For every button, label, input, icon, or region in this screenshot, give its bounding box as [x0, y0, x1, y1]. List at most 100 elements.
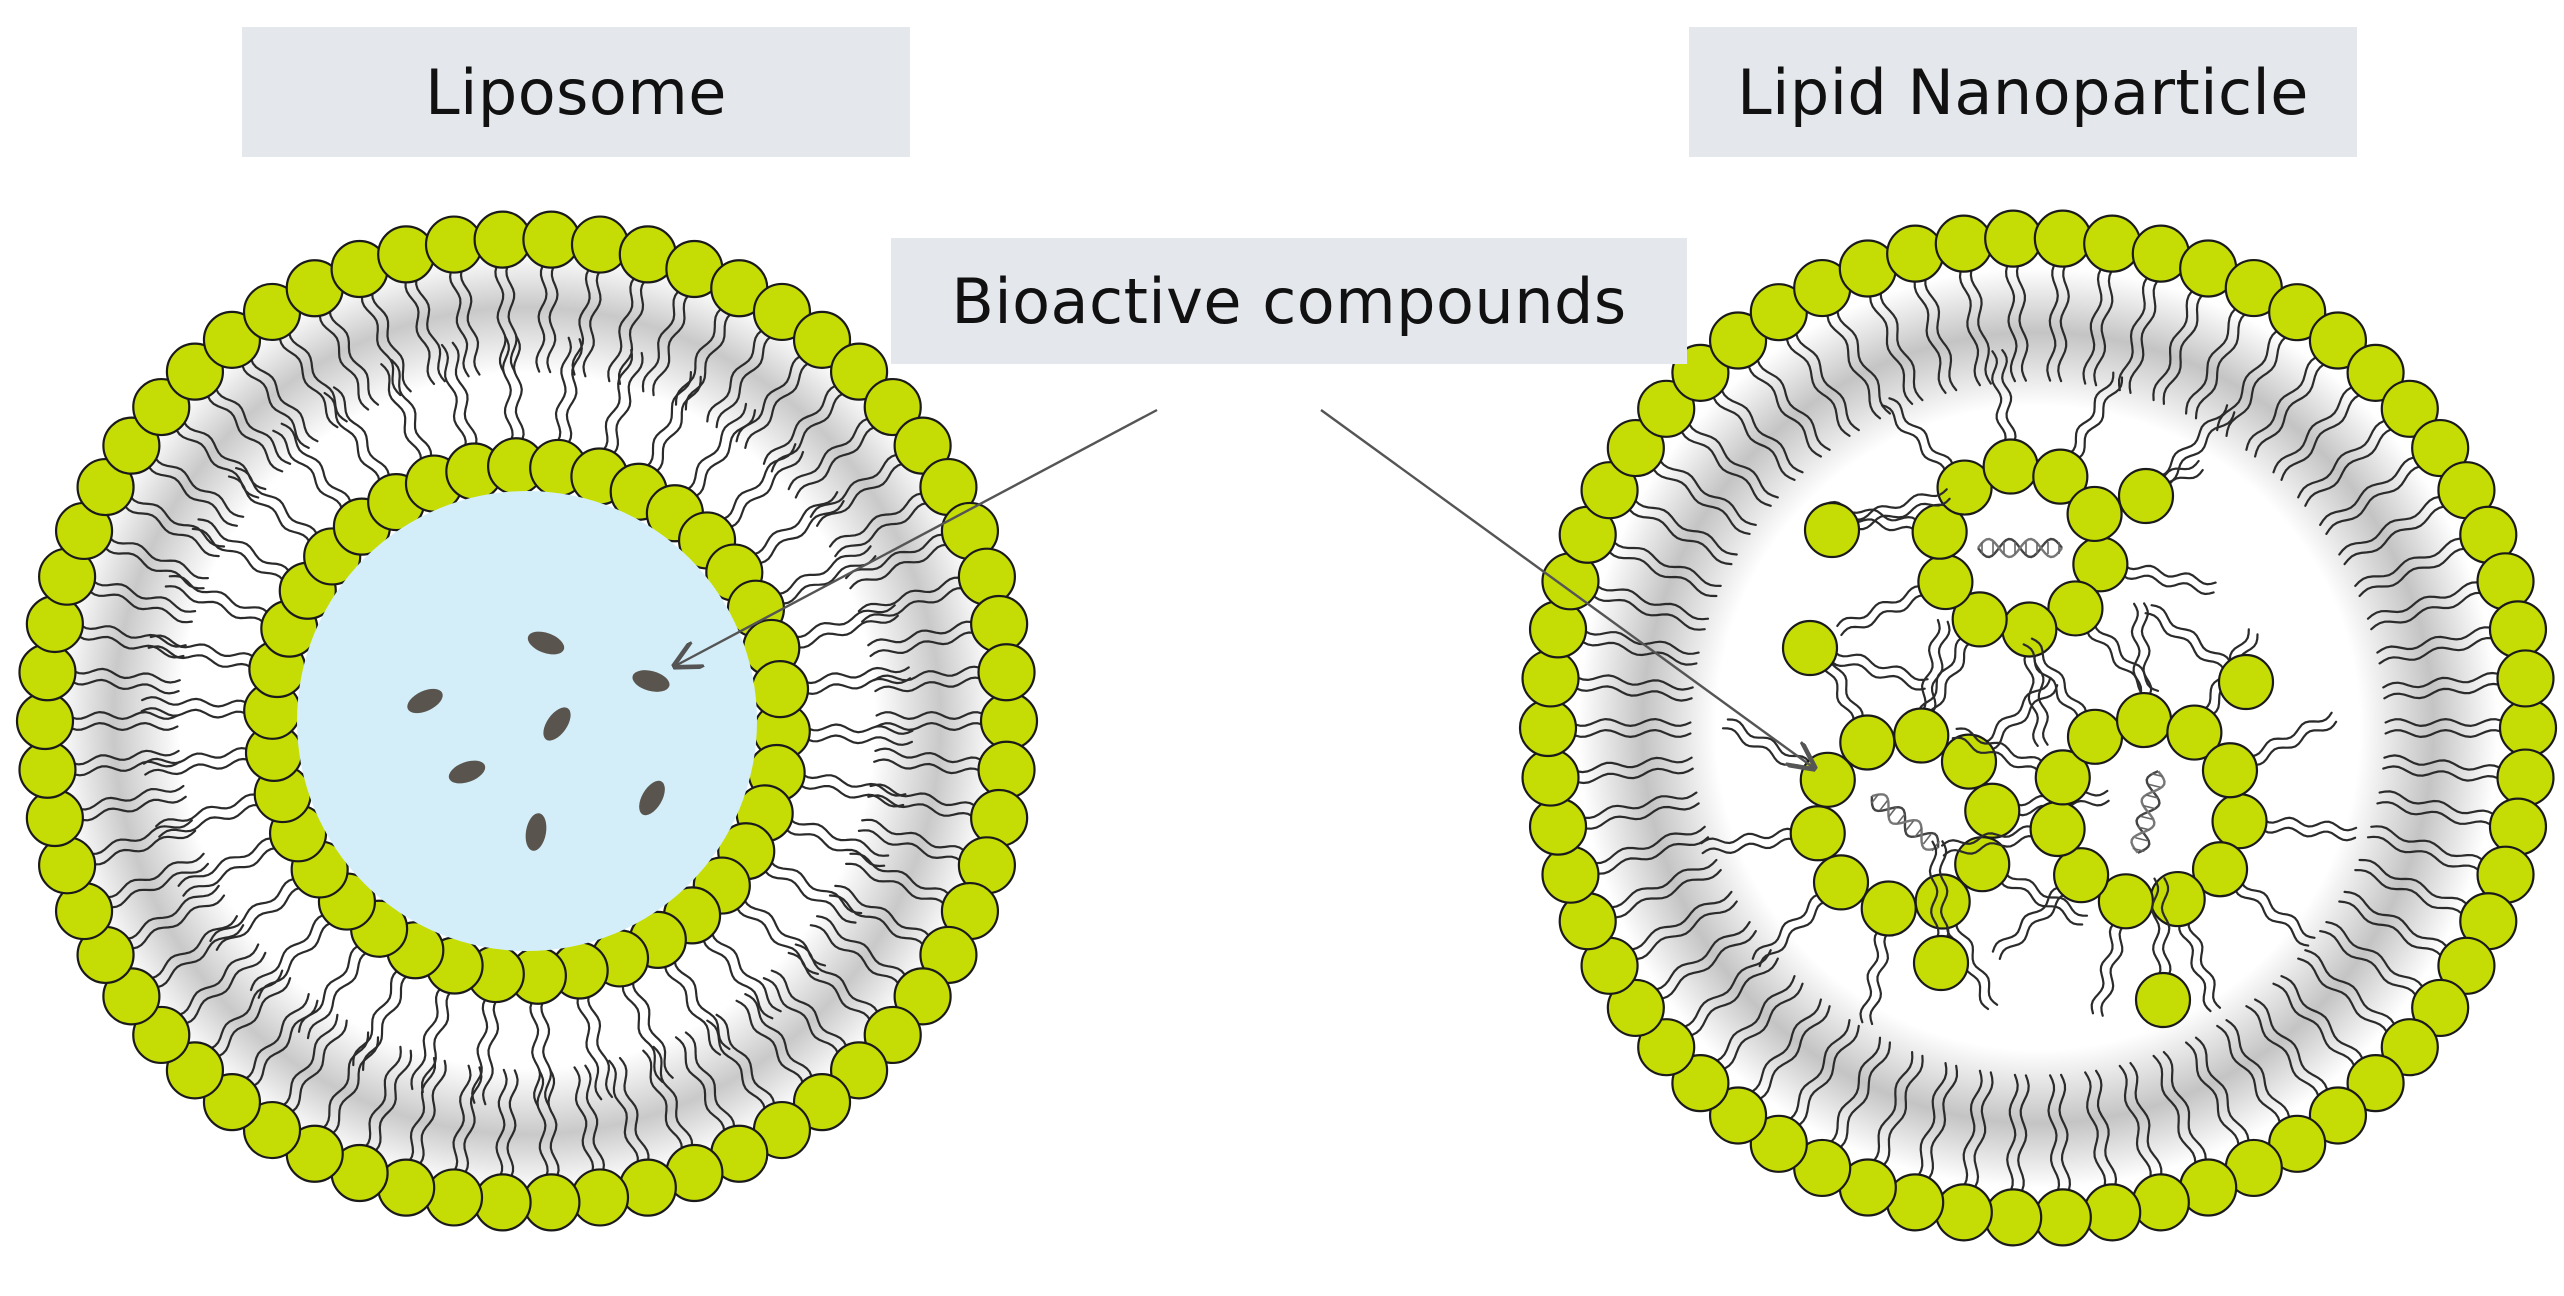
lipid-head: [165, 342, 225, 401]
lipid-tail: [2119, 572, 2215, 596]
lipid-head: [919, 925, 978, 985]
lipid-tail: [1828, 658, 1926, 691]
lipid-head: [2488, 600, 2548, 659]
lipid-tail: [2090, 920, 2117, 1015]
lipid-tail: [249, 912, 329, 992]
lipid-head: [1708, 1086, 1768, 1145]
lipid-head: [752, 282, 812, 342]
lipid-tail: [1998, 892, 2070, 960]
lipid-tail: [1577, 791, 1698, 820]
liposome-outer-leaflet: [15, 210, 1039, 1232]
lipid-head: [1671, 1054, 1730, 1113]
lipid-tail: [459, 264, 481, 376]
lipid-tail: [332, 386, 391, 482]
lipid-head: [1982, 438, 2039, 495]
lipid-tail: [2358, 547, 2471, 598]
lipid-head: [2496, 748, 2555, 807]
lipid-head: [18, 643, 77, 702]
lnp-outer-monolayer: [1518, 209, 2558, 1247]
lipid-head: [132, 1005, 191, 1065]
lipid-tail: [744, 359, 814, 449]
dna-base-pair: [1879, 800, 1889, 811]
lipid-tail: [1592, 581, 1710, 621]
lipid-tail: [796, 781, 905, 808]
lipid-head: [2191, 841, 2249, 898]
lipid-tail: [565, 338, 583, 448]
lipid-tail: [536, 1069, 549, 1182]
lipid-tail: [158, 803, 264, 838]
lipid-tail: [770, 969, 849, 1052]
lipid-head: [2437, 936, 2496, 995]
lipid-tail: [1755, 353, 1831, 451]
lipid-head: [2034, 749, 2091, 806]
lipid-head: [424, 1168, 484, 1227]
lipid-head: [102, 967, 161, 1026]
lipid-tail: [2194, 309, 2250, 420]
lipid-tail: [105, 862, 209, 909]
lipid-tail: [2272, 384, 2358, 474]
lipid-tail: [709, 927, 782, 1013]
lipid-tail: [89, 829, 197, 866]
lipid-tail: [2304, 949, 2398, 1030]
lipid-tail: [1755, 1005, 1831, 1103]
lipid-tail: [1701, 837, 1798, 855]
lipid-tail: [801, 677, 912, 696]
bioactive-compounds-label: Bioactive compounds: [891, 238, 1687, 364]
lipid-tail: [1685, 957, 1779, 1038]
lipid-head: [1637, 1018, 1696, 1077]
lipid-tail: [610, 351, 644, 458]
lipid-tail: [684, 309, 736, 411]
lipid-tail: [1835, 304, 1891, 415]
lipid-tail: [2082, 263, 2105, 385]
lipid-head: [2066, 708, 2124, 765]
liposome-diagram: [15, 210, 1039, 1232]
lipid-tail: [873, 758, 985, 775]
lipid-head: [2346, 343, 2405, 402]
lipid-head: [102, 416, 161, 475]
lipid-tail: [506, 1069, 519, 1182]
lipid-head: [2115, 691, 2173, 749]
lipid-head: [1803, 501, 1861, 559]
lipid-tail: [1589, 825, 1706, 865]
lipid-tail: [857, 576, 965, 613]
lipid-tail: [248, 353, 319, 443]
lipid-tail: [2358, 858, 2471, 909]
lipid-tail: [674, 1036, 726, 1138]
liposome-label-text: Liposome: [425, 55, 727, 129]
lipid-tail: [2319, 930, 2420, 1001]
lipid-tail: [215, 885, 306, 951]
lipid-tail: [76, 795, 187, 822]
lipid-tail: [1928, 840, 1940, 943]
lipid-tail: [535, 260, 548, 373]
lipid-tail: [495, 1068, 508, 1181]
lipid-tail: [2150, 877, 2162, 980]
lipid-tail: [145, 915, 238, 981]
lipid-head: [1940, 733, 1998, 790]
lipid-head: [2346, 1054, 2405, 1113]
lipid-tail: [2194, 1036, 2250, 1147]
lipid-tail: [420, 987, 455, 1094]
lipid-tail: [715, 1013, 776, 1110]
dna-strand: [1977, 537, 2063, 559]
lipid-tail: [529, 997, 542, 1108]
lipid-head: [977, 740, 1036, 799]
lipid-tail: [2239, 877, 2316, 939]
lipid-head: [2268, 283, 2327, 342]
lipid-tail: [2015, 259, 2029, 382]
lipid-tail: [849, 852, 953, 899]
lipid-head: [1984, 209, 2043, 268]
lipid-tail: [576, 992, 603, 1101]
lipid-tail: [1569, 728, 1692, 739]
lipid-tail: [2002, 869, 2089, 917]
lipid-tail: [168, 574, 272, 617]
lipid-tail: [297, 942, 363, 1033]
lipid-tail: [2232, 885, 2310, 947]
lipid-tail: [287, 1019, 348, 1115]
lipid-tail: [2280, 391, 2366, 481]
lipid-head: [2411, 418, 2470, 478]
dna-strand: [1871, 793, 1939, 851]
lipid-tail: [69, 667, 181, 684]
lipid-tail: [360, 290, 402, 397]
lipid-tail: [2118, 272, 2151, 392]
